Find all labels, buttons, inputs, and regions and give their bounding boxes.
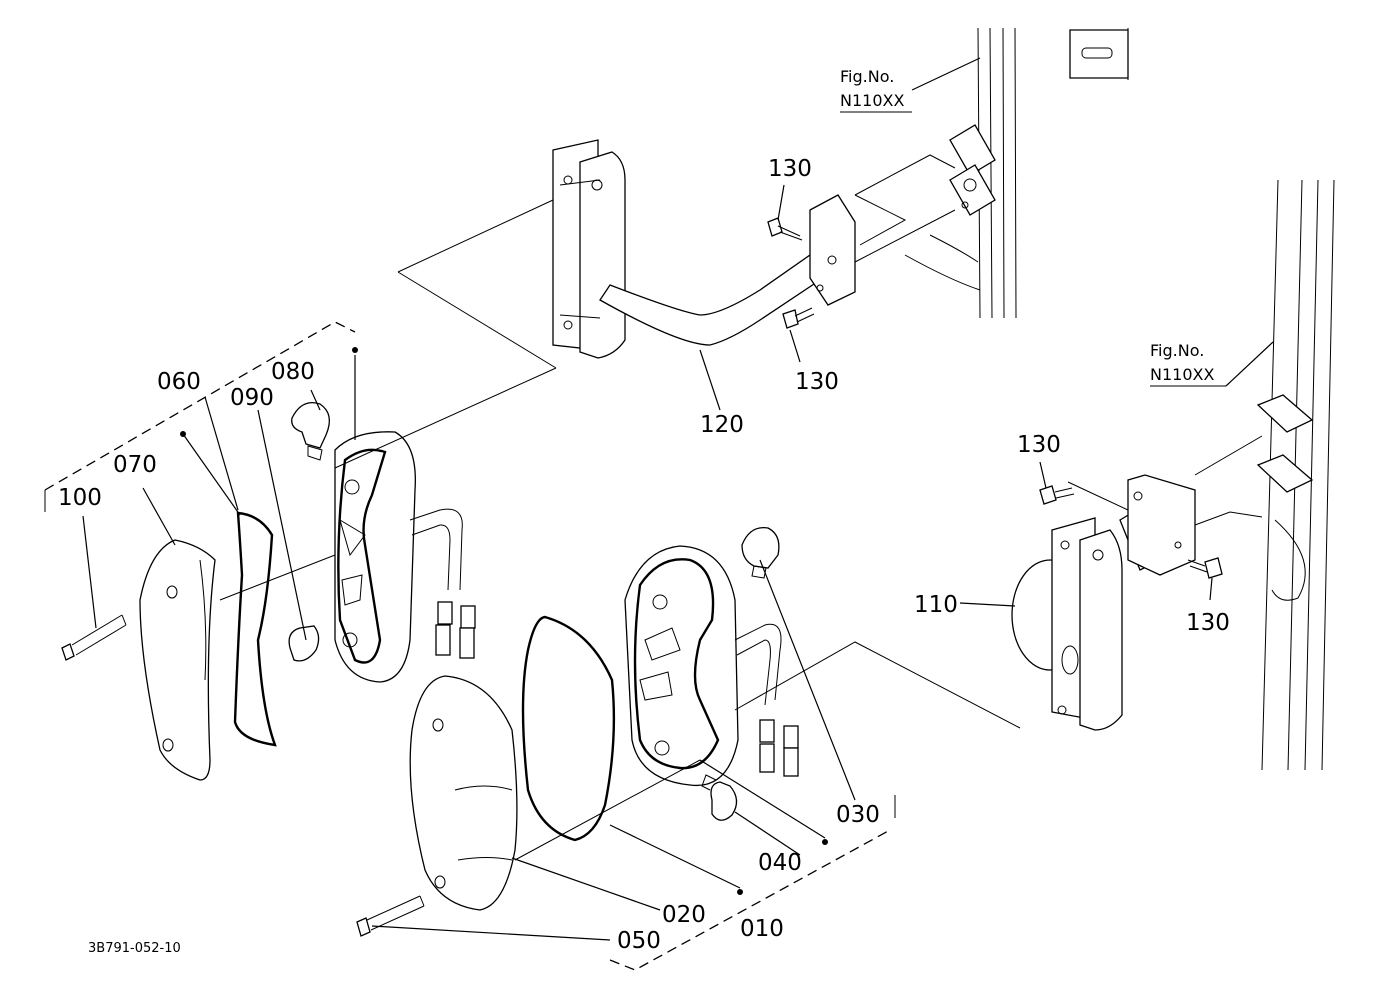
part-label-110: 110 xyxy=(914,592,958,618)
frame-post-upper xyxy=(904,27,1129,319)
lens-070 xyxy=(139,539,216,781)
lamp-housing-right xyxy=(624,545,799,787)
part-label-070: 070 xyxy=(113,452,157,478)
part-label-120: 120 xyxy=(700,412,744,438)
bolt-130-c xyxy=(1039,485,1075,505)
bulb-030 xyxy=(741,526,780,579)
bulb-040 xyxy=(701,774,738,821)
phantom-lines xyxy=(219,154,1263,861)
lens-010 xyxy=(409,675,518,911)
bolt-130-b xyxy=(782,307,815,329)
bolt-130-d xyxy=(1187,557,1223,579)
part-label-090: 090 xyxy=(230,385,274,411)
frame-post-lower xyxy=(1256,179,1335,771)
callout-dots xyxy=(180,347,828,895)
part-label-050: 050 xyxy=(617,928,661,954)
reference-line1: Fig.No. xyxy=(1150,341,1204,360)
part-label-080: 080 xyxy=(271,359,315,385)
reference-line2: N110XX xyxy=(1150,365,1214,384)
figure-reference-lower: Fig.No. N110XX xyxy=(1150,341,1226,387)
bolt-130-a xyxy=(767,217,803,241)
lamp-housing-left xyxy=(334,431,476,683)
bulb-090 xyxy=(288,625,320,662)
gasket-020 xyxy=(521,615,616,842)
drawing-code: 3B791-052-10 xyxy=(88,941,181,956)
part-label-130-c: 130 xyxy=(1017,432,1061,458)
screw-050 xyxy=(356,895,425,937)
part-label-100: 100 xyxy=(58,485,102,511)
gasket-090 xyxy=(233,511,277,747)
reference-line1: Fig.No. xyxy=(840,67,894,86)
part-label-130-d: 130 xyxy=(1186,610,1230,636)
reference-line2: N110XX xyxy=(840,91,904,110)
part-label-130-b: 130 xyxy=(795,369,839,395)
figure-reference-upper: Fig.No. N110XX xyxy=(840,67,912,113)
bracket-110 xyxy=(1011,474,1196,731)
part-label-010: 010 xyxy=(740,916,784,942)
screw-100 xyxy=(61,614,127,661)
bulb-080 xyxy=(291,401,331,461)
part-label-020: 020 xyxy=(662,902,706,928)
part-label-040: 040 xyxy=(758,850,802,876)
leader-lines xyxy=(82,57,1274,941)
part-label-060: 060 xyxy=(157,369,201,395)
bracket-120 xyxy=(552,139,856,359)
part-label-030: 030 xyxy=(836,802,880,828)
group-outline-010 xyxy=(609,829,891,971)
part-label-130-a: 130 xyxy=(768,156,812,182)
